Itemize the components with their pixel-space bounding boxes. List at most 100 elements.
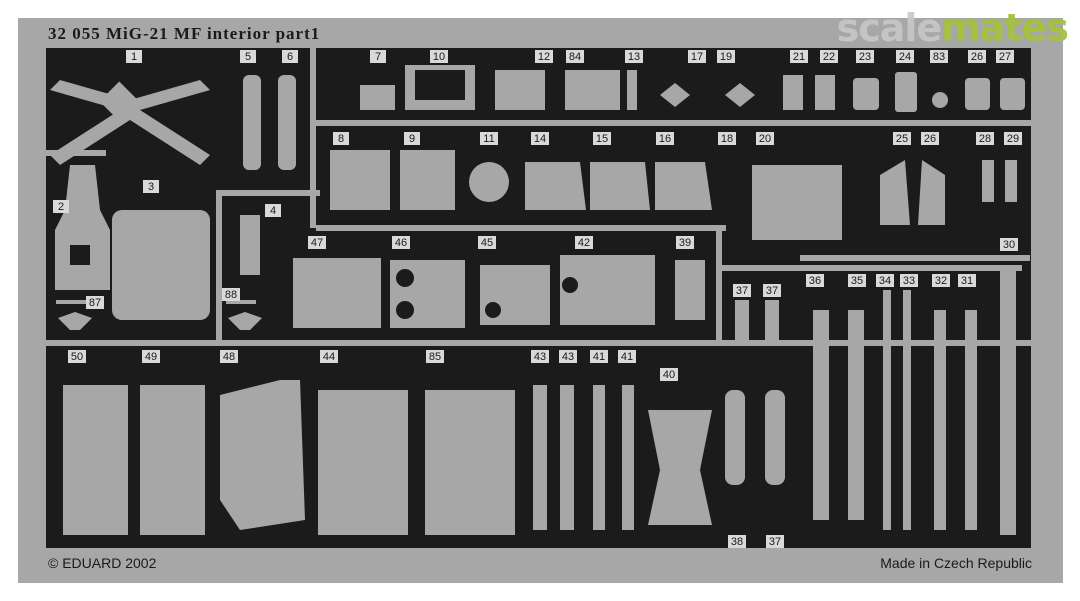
label-33: 33 xyxy=(903,275,915,287)
label-45: 45 xyxy=(481,237,493,249)
label-36: 36 xyxy=(809,275,821,287)
label-7: 7 xyxy=(375,51,381,63)
part-25 xyxy=(880,160,910,225)
label-19: 19 xyxy=(720,51,732,63)
label-48: 48 xyxy=(223,351,235,363)
label-47: 47 xyxy=(311,237,323,249)
label-16: 16 xyxy=(659,133,671,145)
label-35: 35 xyxy=(851,275,863,287)
part-48 xyxy=(220,380,305,530)
parts-row4 xyxy=(63,380,785,535)
label-39: 39 xyxy=(679,237,691,249)
part-36 xyxy=(813,310,829,520)
part-labels: 1 5 6 7 10 12 84 13 17 19 21 22 23 24 83… xyxy=(53,50,1022,548)
part-84 xyxy=(565,70,620,110)
part-44 xyxy=(318,390,408,535)
part-37b xyxy=(765,300,779,345)
part-43b xyxy=(560,385,574,530)
label-6: 6 xyxy=(287,51,293,63)
label-25: 25 xyxy=(896,133,908,145)
part-13 xyxy=(627,70,637,110)
part-32 xyxy=(934,310,946,530)
label-37c: 37 xyxy=(769,536,781,548)
label-8: 8 xyxy=(338,133,344,145)
label-11: 11 xyxy=(483,133,494,145)
part-34 xyxy=(883,290,891,530)
part-6 xyxy=(278,75,296,170)
part-29 xyxy=(1005,160,1017,202)
part-33 xyxy=(903,290,911,530)
part-19a xyxy=(725,83,755,107)
label-23: 23 xyxy=(859,51,871,63)
parts-row2 xyxy=(55,150,1017,320)
label-43b: 43 xyxy=(562,351,574,363)
part-37c xyxy=(765,390,785,485)
part-7 xyxy=(360,85,395,110)
part-30 xyxy=(1000,265,1016,535)
label-44: 44 xyxy=(323,351,335,363)
part-16 xyxy=(655,162,712,210)
part-8 xyxy=(330,150,390,210)
label-85: 85 xyxy=(429,351,441,363)
label-32: 32 xyxy=(935,275,947,287)
label-41b: 41 xyxy=(621,351,633,363)
label-1: 1 xyxy=(131,51,137,63)
origin-text: Made in Czech Republic xyxy=(880,555,1032,571)
label-83: 83 xyxy=(933,51,945,63)
label-37a: 37 xyxy=(736,285,748,297)
part-21a xyxy=(783,75,803,110)
label-3: 3 xyxy=(148,181,154,193)
label-27: 27 xyxy=(999,51,1011,63)
label-46: 46 xyxy=(395,237,407,249)
part-3 xyxy=(112,210,210,320)
label-84: 84 xyxy=(569,51,581,63)
parts-row3 xyxy=(58,255,1016,535)
part-27 xyxy=(1000,78,1025,110)
label-9: 9 xyxy=(409,133,415,145)
label-26b: 26 xyxy=(924,133,936,145)
part-43a xyxy=(533,385,547,530)
label-4: 4 xyxy=(270,205,276,217)
label-17: 17 xyxy=(691,51,703,63)
label-2: 2 xyxy=(58,201,64,213)
part-12 xyxy=(495,70,545,110)
label-50: 50 xyxy=(71,351,83,363)
part-5 xyxy=(243,75,261,170)
part-85 xyxy=(425,390,515,535)
watermark-part2: mates xyxy=(941,6,1069,50)
label-13: 13 xyxy=(628,51,640,63)
parts-row1 xyxy=(50,65,1025,170)
label-15: 15 xyxy=(596,133,608,145)
part-15 xyxy=(590,162,650,210)
part-40 xyxy=(648,410,712,525)
part-37a xyxy=(735,300,749,345)
label-30: 30 xyxy=(1003,239,1015,251)
label-43a: 43 xyxy=(534,351,546,363)
label-88: 88 xyxy=(225,289,237,301)
watermark-logo: scalemates xyxy=(837,6,1069,50)
label-5: 5 xyxy=(245,51,251,63)
label-20: 20 xyxy=(759,133,771,145)
part-9 xyxy=(400,150,455,210)
label-38: 38 xyxy=(731,536,743,548)
label-10: 10 xyxy=(433,51,445,63)
part-83 xyxy=(932,92,948,108)
label-31: 31 xyxy=(961,275,973,287)
label-34: 34 xyxy=(879,275,891,287)
part-2 xyxy=(55,165,110,290)
part-38 xyxy=(725,390,745,485)
label-40: 40 xyxy=(663,369,675,381)
part-1 xyxy=(50,80,210,165)
label-42: 42 xyxy=(578,237,590,249)
part-47 xyxy=(293,258,381,328)
label-41a: 41 xyxy=(593,351,605,363)
part-26a xyxy=(965,78,990,110)
label-21: 21 xyxy=(793,51,805,63)
copyright-text: © EDUARD 2002 xyxy=(48,555,157,571)
part-49 xyxy=(140,385,205,535)
part-24 xyxy=(895,72,917,112)
part-28 xyxy=(982,160,994,202)
header-band xyxy=(18,18,1063,48)
part-11 xyxy=(469,162,509,202)
